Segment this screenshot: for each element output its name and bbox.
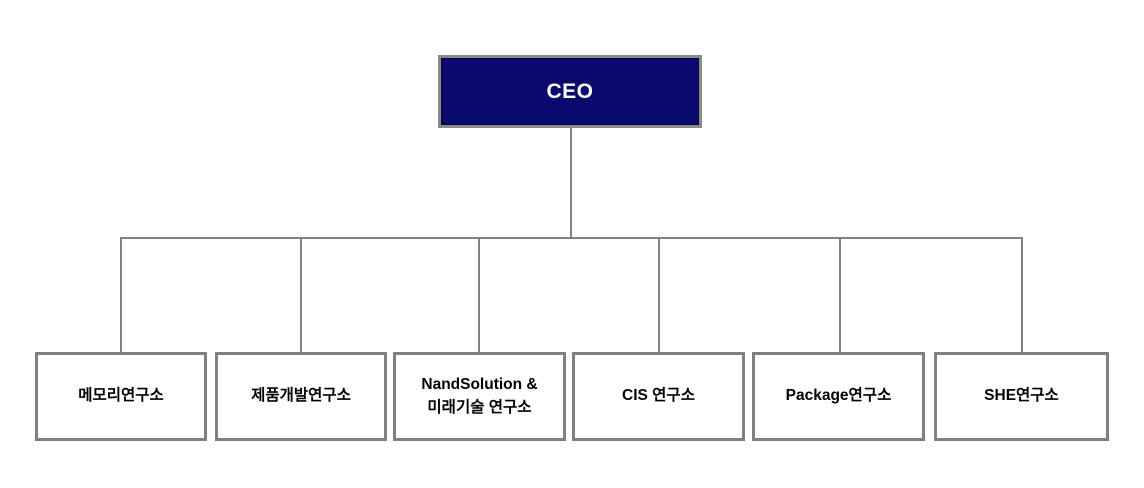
org-node-ceo-label: CEO (546, 79, 594, 103)
connector-dropper-1 (120, 238, 122, 352)
org-node-department-1-label: 메모리연구소 (78, 387, 164, 405)
connector-dropper-6 (1021, 238, 1023, 352)
org-node-department-6[interactable]: SHE연구소 (934, 352, 1109, 441)
org-node-department-6-label: SHE연구소 (984, 387, 1059, 405)
org-node-department-5[interactable]: Package연구소 (752, 352, 925, 441)
connector-dropper-3 (478, 238, 480, 352)
org-node-department-2[interactable]: 제품개발연구소 (215, 352, 387, 441)
org-node-department-4[interactable]: CIS 연구소 (572, 352, 745, 441)
org-node-department-5-label: Package연구소 (785, 387, 892, 405)
connector-dropper-5 (839, 238, 841, 352)
org-node-department-3-label: NandSolution & 미래기술 연구소 (421, 376, 538, 416)
connector-dropper-4 (658, 238, 660, 352)
org-node-ceo[interactable]: CEO (438, 55, 702, 128)
org-node-department-3[interactable]: NandSolution & 미래기술 연구소 (393, 352, 566, 441)
org-node-department-4-label: CIS 연구소 (622, 387, 695, 405)
connector-ceo-stem (570, 128, 572, 238)
connector-horizontal-bus (120, 237, 1023, 239)
org-node-department-2-label: 제품개발연구소 (251, 387, 351, 405)
connector-dropper-2 (300, 238, 302, 352)
org-node-department-1[interactable]: 메모리연구소 (35, 352, 207, 441)
